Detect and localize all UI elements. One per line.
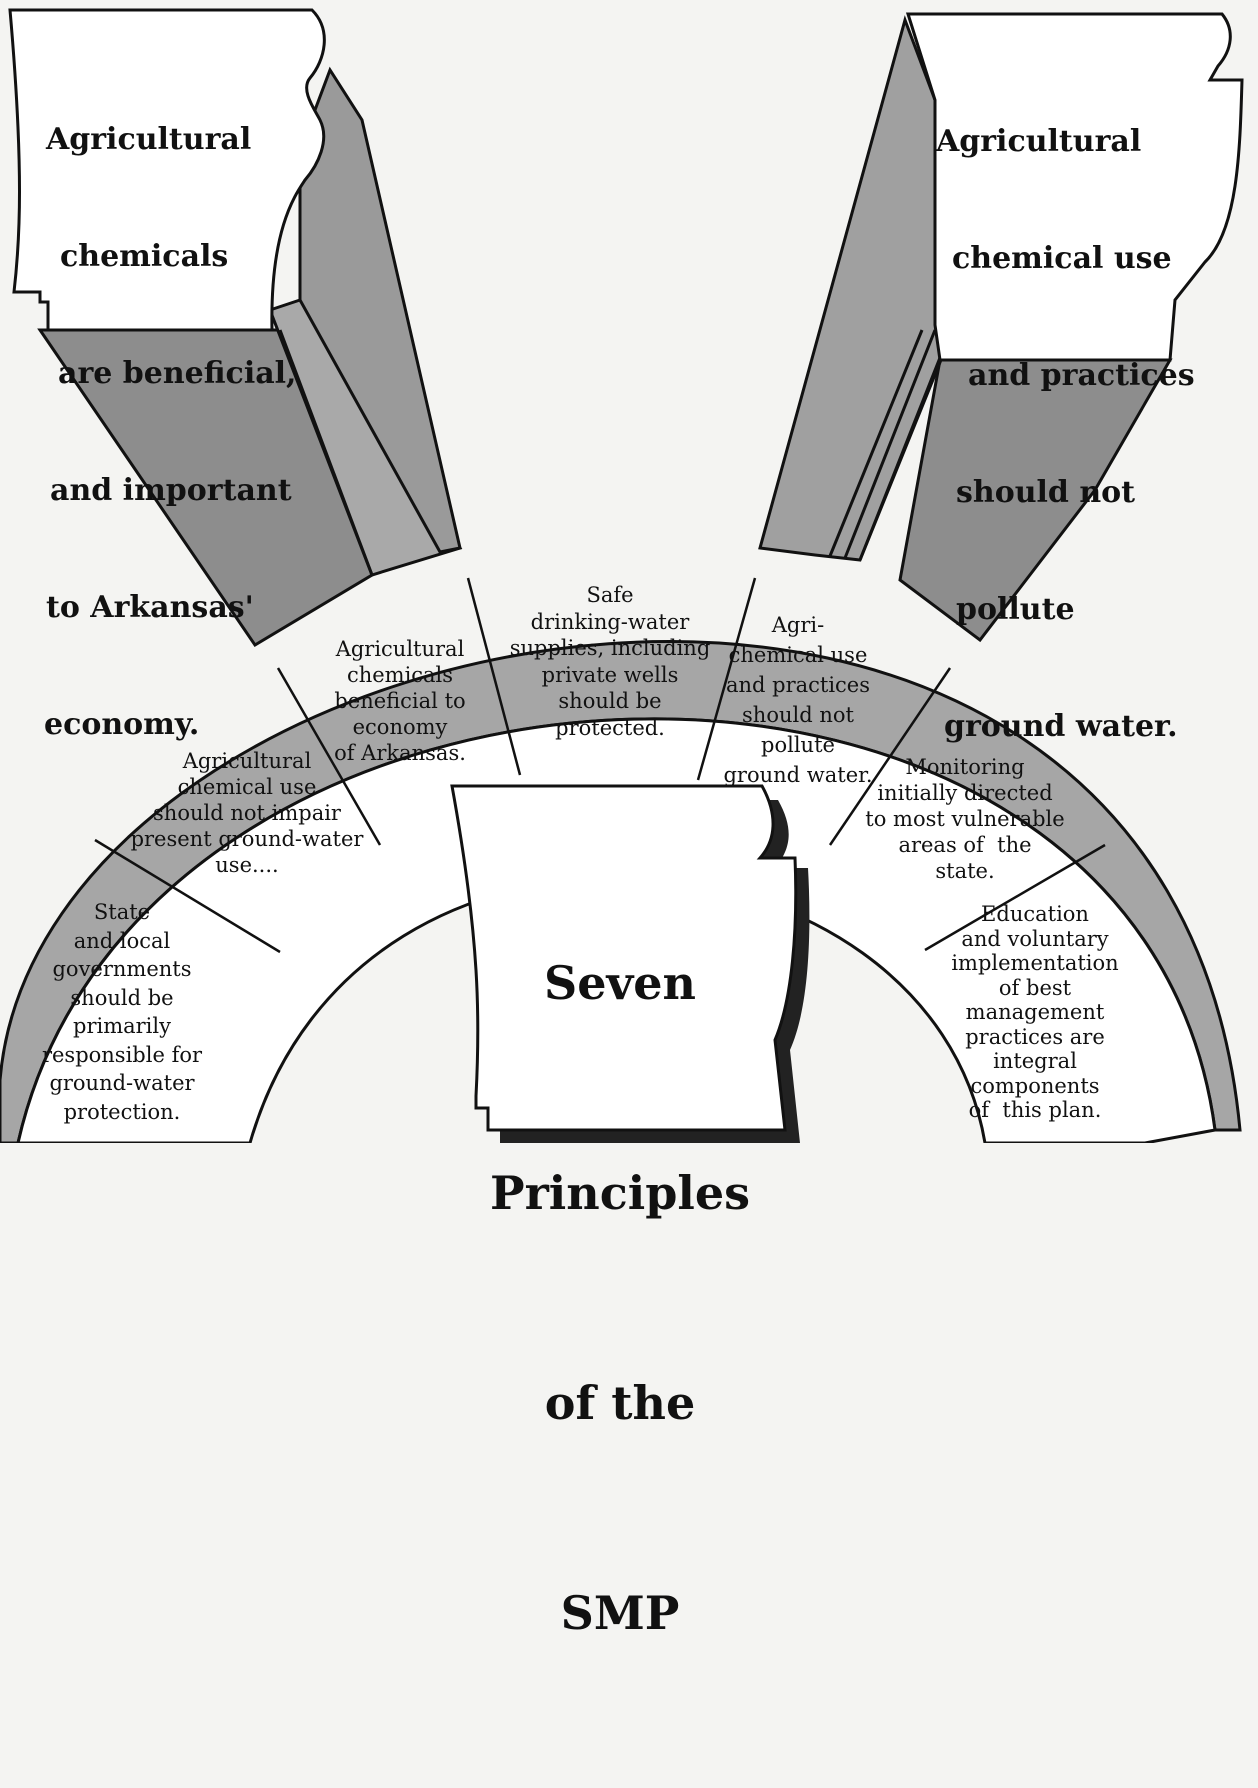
divider-5 — [828, 667, 952, 846]
left-beam-edge — [298, 66, 462, 554]
divider-6 — [924, 843, 1106, 952]
left-sign-text: Agricultural chemicals are beneficial, a… — [44, 42, 297, 822]
principle-3: Agricultural chemicals beneficial to eco… — [334, 637, 466, 765]
divider-3 — [466, 577, 522, 776]
left-beam-line — [278, 329, 374, 576]
center-title-line: Seven — [544, 956, 696, 1010]
left-sign-line: to Arkansas' — [46, 590, 254, 625]
right-sign-line: and practices — [968, 358, 1195, 393]
smp-diagram: Agricultural chemicals are beneficial, a… — [0, 8, 1244, 1640]
center-card — [450, 784, 810, 1143]
right-sign-shape — [905, 12, 1244, 362]
diagram-graphics — [0, 8, 1244, 1143]
center-title-line: of the — [544, 1376, 696, 1430]
right-sign — [905, 12, 1244, 362]
principle-7: Education and voluntary implementation o… — [951, 902, 1119, 1122]
right-sign-line: Agricultural — [936, 124, 1142, 159]
right-beam-line-3 — [858, 344, 947, 561]
right-sign-text: Agricultural chemical use and practices … — [936, 44, 1195, 824]
left-sign-line: are beneficial, — [58, 356, 297, 391]
left-sign-line: Agricultural — [46, 122, 252, 157]
principle-4: Safe drinking-water supplies, including … — [509, 583, 711, 740]
right-sign-line: should not — [956, 475, 1136, 510]
center-card-shape — [450, 784, 798, 1132]
right-beam-line-2 — [843, 329, 937, 559]
left-beam — [37, 66, 463, 648]
principle-1: State and local governments should be pr… — [41, 900, 203, 1124]
divider-2 — [276, 667, 382, 846]
right-sign-line: pollute — [956, 592, 1075, 627]
divider-1 — [94, 838, 281, 954]
center-title: Seven Principles of the SMP — [470, 808, 770, 1788]
principle-2: Agricultural chemical use should not imp… — [130, 749, 364, 877]
divider-4 — [696, 577, 757, 781]
left-sign — [8, 8, 326, 332]
center-title-line: Principles — [489, 1166, 751, 1220]
left-sign-line: economy. — [44, 707, 200, 742]
left-sign-line: and important — [50, 473, 292, 508]
right-beam-line-1 — [828, 329, 924, 557]
principle-6: Monitoring initially directed to most vu… — [865, 755, 1065, 883]
center-title-line: SMP — [560, 1586, 680, 1640]
left-sign-shape — [8, 8, 326, 332]
principle-5: Agri- chemical use and practices should … — [723, 613, 873, 787]
right-sign-line: ground water. — [944, 709, 1178, 744]
right-sign-line: chemical use — [952, 241, 1172, 276]
left-sign-line: chemicals — [60, 239, 229, 274]
arch — [0, 577, 1242, 1143]
